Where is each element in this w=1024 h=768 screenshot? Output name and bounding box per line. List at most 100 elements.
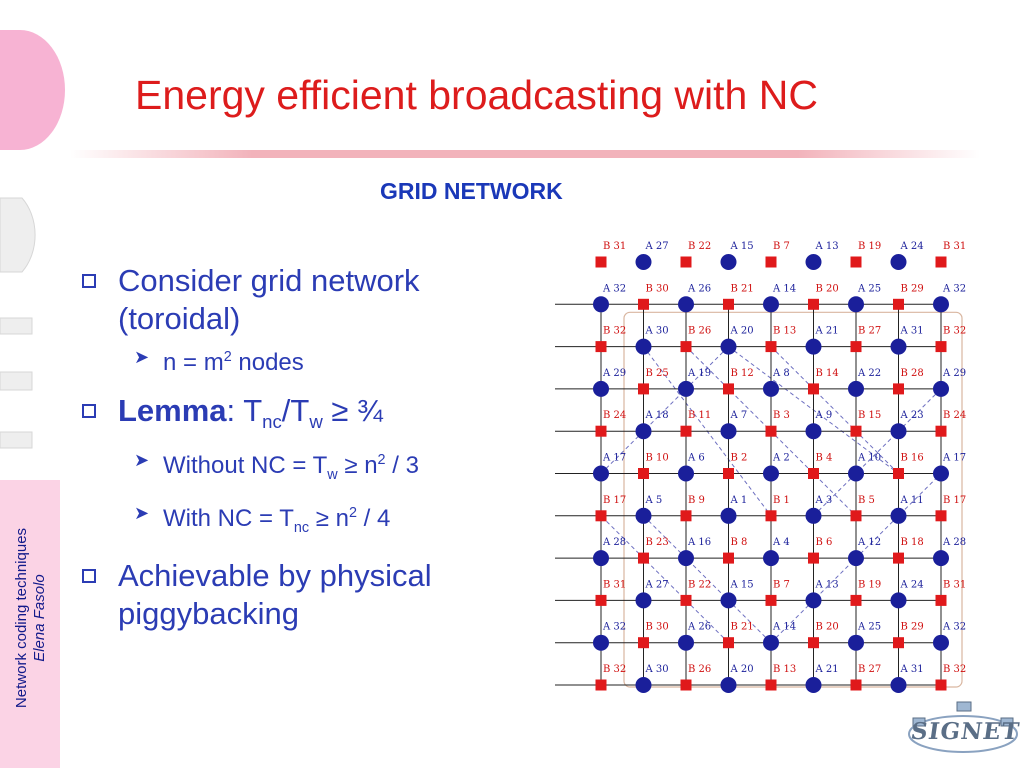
node-label: B 27: [858, 664, 881, 675]
node-a: [933, 465, 949, 482]
node-b: [935, 256, 947, 268]
node-label: A 8: [772, 368, 790, 379]
node-a: [805, 338, 822, 355]
node-a: [635, 254, 652, 270]
node-a: [635, 338, 652, 355]
node-label: B 31: [943, 241, 966, 252]
subbullet-without-nc: ➤ Without NC = Tw ≥ n2 / 3: [82, 445, 542, 490]
node-label: B 1: [773, 495, 790, 506]
node-label: A 4: [772, 537, 790, 548]
node-label: B 17: [943, 495, 966, 506]
node-label: B 30: [646, 622, 669, 633]
sidebar-caption: Network coding techniques Elena Fasolo: [13, 527, 48, 709]
node-b: [850, 510, 862, 522]
node-b: [765, 256, 777, 268]
node-label: B 9: [688, 495, 705, 506]
node-label: A 6: [687, 453, 705, 464]
node-a: [848, 380, 864, 397]
node-a: [763, 380, 779, 397]
node-b: [680, 256, 692, 268]
node-label: B 19: [858, 579, 881, 590]
node-b: [680, 425, 692, 437]
node-a: [890, 254, 907, 270]
node-b: [595, 679, 607, 691]
node-label: B 25: [646, 368, 669, 379]
subbullet-with-nc: ➤ With NC = Tnc ≥ n2 / 4: [82, 498, 542, 543]
node-a: [635, 677, 652, 693]
node-a: [720, 254, 737, 270]
node-b: [935, 594, 947, 606]
node-b: [595, 425, 607, 437]
sidebar-band: [0, 480, 60, 768]
node-b: [893, 468, 904, 479]
node-label: A 25: [857, 283, 881, 294]
diagonal-link: [770, 346, 899, 474]
node-a: [933, 550, 949, 567]
node-label: B 22: [688, 241, 711, 252]
node-b: [893, 298, 904, 310]
node-label: B 13: [773, 326, 796, 337]
node-label: B 2: [731, 453, 748, 464]
node-label: A 32: [602, 283, 626, 294]
node-a: [678, 380, 694, 397]
node-a: [635, 592, 652, 609]
node-label: A 15: [730, 241, 754, 252]
node-label: A 16: [687, 537, 711, 548]
node-label: B 3: [773, 410, 790, 421]
node-label: B 26: [688, 326, 711, 337]
node-b: [765, 679, 777, 691]
node-b: [893, 637, 904, 649]
node-a: [933, 634, 949, 651]
node-label: B 19: [858, 241, 881, 252]
node-label: B 22: [688, 579, 711, 590]
node-label: A 24: [900, 579, 924, 590]
node-label: B 24: [603, 410, 626, 421]
node-a: [635, 507, 652, 524]
node-label: A 24: [900, 241, 924, 252]
chevron-right-icon: ➤: [134, 502, 150, 523]
bullet-consider-grid: Consider grid network (toroidal): [82, 262, 542, 338]
node-b: [935, 510, 947, 522]
bullet-list: Consider grid network (toroidal) ➤ n = m…: [82, 262, 542, 637]
node-a: [933, 296, 949, 313]
node-a: [890, 507, 907, 524]
node-b: [765, 341, 777, 353]
node-b: [680, 594, 692, 606]
node-label: A 30: [645, 664, 669, 675]
node-label: B 26: [688, 664, 711, 675]
node-b: [638, 637, 649, 649]
node-label: B 8: [731, 537, 748, 548]
node-a: [678, 634, 694, 651]
node-a: [763, 465, 779, 482]
node-a: [890, 423, 907, 440]
node-label: A 10: [857, 453, 881, 464]
node-label: B 31: [603, 241, 626, 252]
node-label: A 27: [645, 241, 669, 252]
node-label: B 31: [603, 579, 626, 590]
node-label: B 6: [816, 537, 833, 548]
bullet-lemma: Lemma: Tnc/Tw ≥ ¾: [82, 392, 542, 441]
subbullet-nodes: ➤ n = m2 nodes: [82, 342, 542, 378]
node-label: B 11: [688, 410, 711, 421]
node-a: [593, 465, 609, 482]
node-b: [808, 637, 819, 649]
node-label: A 31: [900, 664, 924, 675]
node-b: [595, 256, 607, 268]
node-label: A 15: [730, 579, 754, 590]
node-label: B 23: [646, 537, 669, 548]
node-label: A 9: [815, 410, 833, 421]
node-a: [805, 592, 822, 609]
node-label: B 28: [901, 368, 924, 379]
node-b: [850, 256, 862, 268]
node-b: [850, 341, 862, 353]
node-b: [935, 341, 947, 353]
node-label: B 15: [858, 410, 881, 421]
node-b: [595, 341, 607, 353]
node-a: [805, 423, 822, 440]
node-label: B 7: [773, 579, 790, 590]
node-label: A 7: [730, 410, 748, 421]
node-b: [850, 594, 862, 606]
node-a: [890, 677, 907, 693]
node-a: [848, 634, 864, 651]
node-label: B 5: [858, 495, 875, 506]
